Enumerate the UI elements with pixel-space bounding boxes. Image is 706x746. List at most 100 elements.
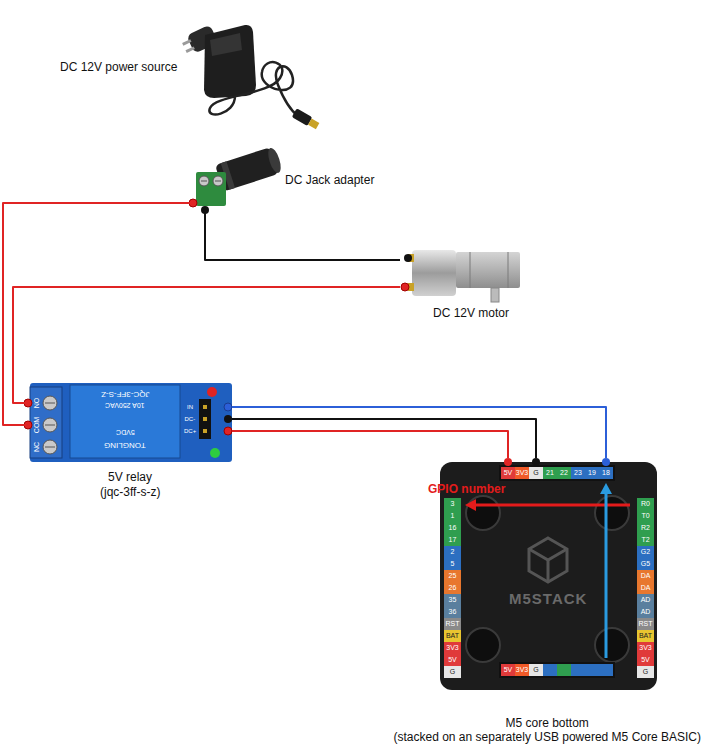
pin-label: G2 — [637, 546, 654, 558]
pin-label: G — [529, 467, 543, 479]
component-caption: DC 12V power source — [60, 60, 177, 74]
gear-motor-part — [470, 252, 471, 288]
pin-label: 36 — [444, 606, 461, 618]
motor: DC 12V motor — [400, 245, 525, 322]
m5-core-body-part — [599, 664, 613, 676]
pin-label: 3V3 — [637, 642, 654, 654]
dc-jack: DC Jack adapter — [190, 140, 380, 212]
relay-marking: JQC-3FF-S-Z — [101, 390, 149, 399]
pin-label: R0 — [637, 498, 654, 510]
gear-motor-part — [491, 288, 499, 302]
relay-marking: TONGLING — [104, 441, 146, 450]
pin-label: G5 — [637, 558, 654, 570]
gpio-arrow-head — [465, 499, 476, 511]
m5-core-body-part — [571, 664, 585, 676]
gpio-number-note: GPIO number — [428, 483, 505, 496]
gear-motor-part — [412, 250, 456, 296]
pin-arrow — [605, 493, 608, 658]
pin-arrow-head — [600, 483, 612, 494]
pin-label: G — [529, 664, 543, 676]
relay-module — [24, 383, 232, 462]
wire-end-dot — [504, 458, 512, 466]
wire — [232, 431, 508, 458]
pin-label: 5 — [444, 558, 461, 570]
relay-module-part — [203, 429, 207, 433]
pin-label: 3 — [444, 498, 461, 510]
gear-motor-part — [456, 252, 520, 288]
pin-label: 5V — [501, 467, 515, 479]
wire — [3, 203, 190, 425]
wire — [232, 407, 606, 458]
pin-label: AD — [637, 606, 654, 618]
relay-module-part — [224, 403, 232, 411]
m5-core-body-part — [529, 538, 567, 582]
relay-module-part — [203, 405, 207, 409]
relay-module-part — [43, 440, 57, 454]
pin-label: R2 — [637, 522, 654, 534]
component-caption: (stacked on an separately USB powered M5… — [394, 730, 701, 744]
pin-header: R0T0R2T2G2G5DADAADADRSTBAT3V35VG — [637, 498, 654, 678]
pin-label: 25 — [444, 570, 461, 582]
component-caption: DC 12V motor — [433, 306, 509, 320]
pin-label: 5V — [444, 654, 461, 666]
pin-label: T2 — [637, 534, 654, 546]
dc-jack-adapter-part — [199, 176, 209, 186]
gear-motor-part — [508, 252, 509, 288]
pin-label: G — [444, 666, 461, 678]
power-adapter-part — [210, 33, 242, 56]
pin-label: 5V — [501, 664, 515, 676]
pin-label: DA — [637, 570, 654, 582]
pin-label: 23 — [571, 467, 585, 479]
relay-module-part — [43, 396, 57, 410]
pin-label: 5V — [637, 654, 654, 666]
m5-core-body-part — [543, 664, 557, 676]
pin-label: RST — [637, 618, 654, 630]
m5-core-body-part — [440, 462, 657, 690]
terminal-label: COM — [33, 417, 41, 433]
m5-core-body-part — [499, 465, 615, 481]
dc-jack-adapter — [189, 146, 284, 214]
relay-module-part — [30, 387, 62, 458]
component-caption: M5 core bottom — [506, 716, 589, 730]
power-adapter-part-part — [182, 39, 191, 46]
dc-jack-adapter-part — [189, 199, 197, 207]
component-caption: (jqc-3ff-s-z) — [100, 485, 160, 499]
relay-marking: 10A 250VAC — [105, 401, 145, 409]
wire-end-dot — [602, 458, 610, 466]
m5-core-body-part — [595, 496, 629, 530]
relay-module-part — [224, 415, 232, 423]
relay-module-part — [70, 385, 180, 458]
relay-module-part — [199, 399, 211, 439]
power-adapter-part-part — [185, 46, 194, 53]
m5-core-body-part — [466, 628, 500, 662]
pin-label: DC- — [185, 416, 196, 423]
dc-jack-adapter-part — [201, 181, 207, 182]
pin-label: 3V3 — [515, 467, 529, 479]
m5-core-body — [440, 462, 657, 690]
pin-header: 5V3V3G — [501, 664, 543, 676]
relay-marking: 5VDC — [116, 428, 135, 436]
pin-label: G — [637, 666, 654, 678]
m5-core-body-part — [529, 549, 567, 560]
wire-end-dot — [532, 458, 540, 466]
pin-label: 26 — [444, 582, 461, 594]
pin-label: T0 — [637, 510, 654, 522]
m5-core-body-part — [466, 496, 500, 530]
pin-label: BAT — [637, 630, 654, 642]
pin-label: 2 — [444, 546, 461, 558]
pin-header: 3116172525263536RSTBAT3V35VG — [444, 498, 461, 678]
m5-core-body-part — [557, 664, 571, 676]
pin-label: 21 — [543, 467, 557, 479]
pin-label: 17 — [444, 534, 461, 546]
wire — [13, 287, 400, 403]
relay: 5V relay(jqc-3ff-s-z) — [28, 383, 232, 505]
brand-logo-text: M5STACK — [507, 590, 589, 607]
relay-module-part — [45, 403, 55, 404]
gear-motor-part — [401, 283, 409, 291]
power-adapter-part-part — [308, 119, 319, 130]
relay-module-part — [30, 383, 232, 462]
relay-module-part — [45, 425, 55, 426]
